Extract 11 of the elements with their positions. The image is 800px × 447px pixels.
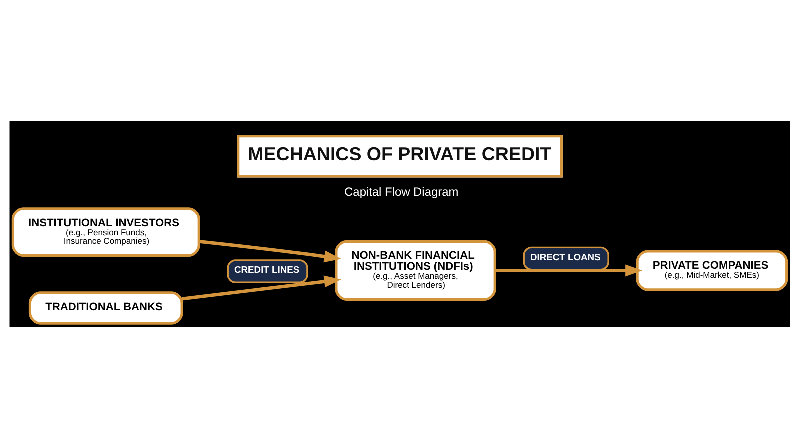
diagram-title: MECHANICS OF PRIVATE CREDIT bbox=[248, 142, 552, 164]
caption: Capital Flow Diagram bbox=[344, 184, 459, 198]
node-box: TRADITIONAL BANKS bbox=[28, 291, 184, 324]
arrow bbox=[199, 239, 342, 262]
arrow bbox=[495, 264, 643, 276]
arrow bbox=[182, 275, 342, 300]
edge-label: DIRECT LOANS bbox=[530, 252, 601, 262]
node-box: PRIVATE COMPANIES (e.g., Mid-Market, SMEs) bbox=[636, 250, 788, 291]
node-box: INSTITUTIONAL INVESTORS (e.g., Pension Funds, Insurance Companies) bbox=[12, 207, 200, 257]
node-box: NON-BANK FINANCIAL INSTITUTIONS (NDFIs) (e.g., Asset Managers, Direct Lenders) bbox=[335, 240, 496, 300]
edge-label: CREDIT LINES bbox=[234, 264, 300, 275]
